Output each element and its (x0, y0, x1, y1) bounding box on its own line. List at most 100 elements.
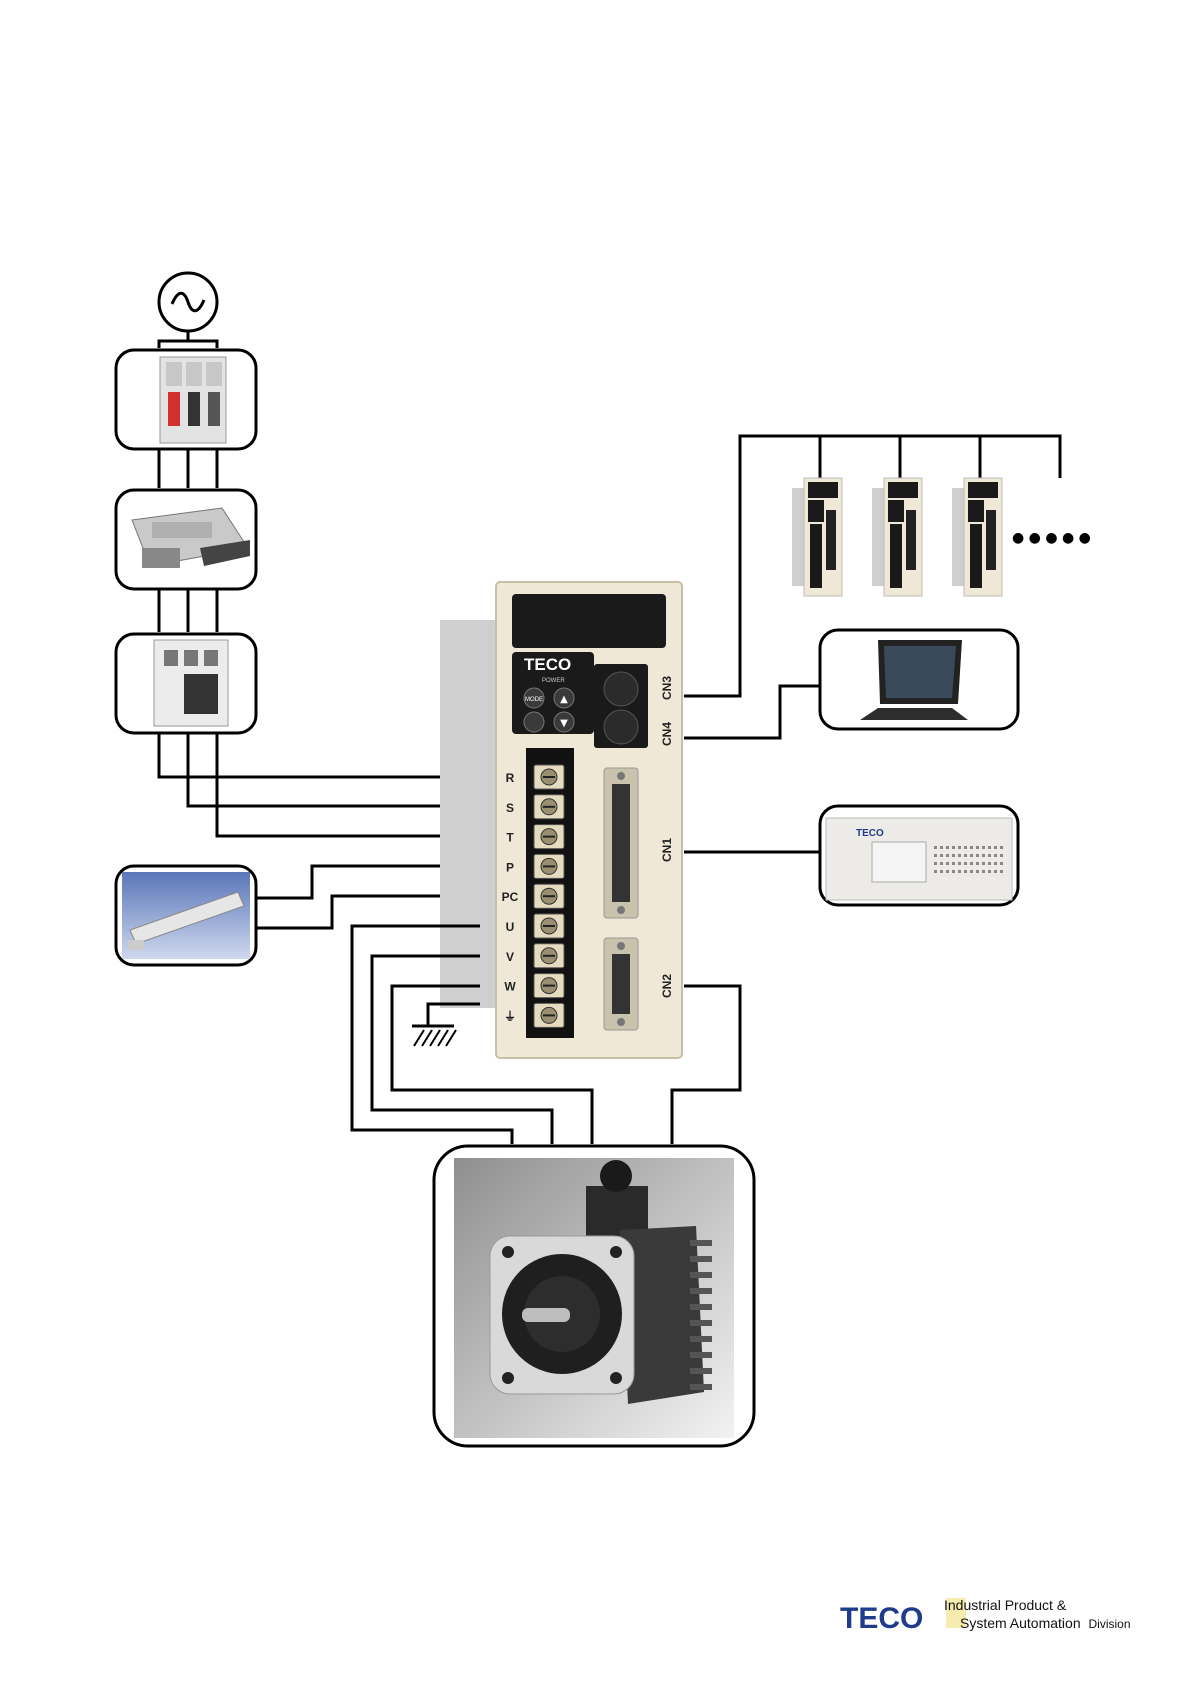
terminal-screw-6 (534, 914, 564, 938)
terminal-screw-2 (534, 795, 564, 819)
down-key[interactable]: ▼ (554, 712, 574, 732)
footer-logo: TECO Industrial Product & System Automat… (840, 1597, 1131, 1635)
plc-io-dot (940, 862, 943, 865)
motor-fin (690, 1320, 712, 1326)
plc-io-dot (976, 862, 979, 865)
plc-io-dot (994, 854, 997, 857)
up-key[interactable]: ▲ (554, 688, 574, 708)
mode-key[interactable]: MODE (524, 688, 544, 708)
plc-io-dot (988, 862, 991, 865)
motor-fin (690, 1352, 712, 1358)
drive-power-label: POWER (542, 678, 565, 684)
motor-fin (690, 1240, 712, 1246)
plc-io-dot (952, 846, 955, 849)
plc-io-dot (1000, 846, 1003, 849)
footer-line2-division: Division (1089, 1617, 1131, 1631)
laptop (820, 630, 1018, 729)
terminal-screw-7 (534, 944, 564, 968)
plc-io-dot (952, 862, 955, 865)
plc-io-dot (958, 854, 961, 857)
mode-key-label: MODE (525, 697, 543, 703)
cn1-label: CN1 (660, 838, 674, 862)
terminal-label-9: ⏚ (504, 1009, 516, 1023)
plc-io-dot (994, 862, 997, 865)
plc-io-dot (940, 846, 943, 849)
motor-fin (690, 1384, 712, 1390)
more-drives-ellipsis: ● ● ● ● ● (1012, 530, 1091, 546)
up-key-arrow-icon: ▲ (560, 694, 568, 705)
terminal-label-5: PC (502, 890, 519, 904)
network-drive-3 (952, 478, 1002, 596)
plc-io-dot (982, 846, 985, 849)
plc-io-dot (988, 846, 991, 849)
plc-io-dot (946, 862, 949, 865)
plc-io-dot (982, 862, 985, 865)
ground-icon (412, 1004, 480, 1046)
motor-fin (690, 1256, 712, 1262)
terminal-screw-8 (534, 974, 564, 998)
network-drive-1 (792, 478, 842, 596)
plc-io-dot (934, 870, 937, 873)
plc-io-dot (970, 862, 973, 865)
drive-brand: TECO (524, 655, 571, 674)
servo-motor (434, 1146, 754, 1446)
terminal-label-3: T (506, 831, 514, 845)
down-key-arrow-icon: ▼ (560, 718, 568, 729)
network-drive-2 (872, 478, 922, 596)
plc-io-dot (958, 870, 961, 873)
plc-controller: TECO (820, 806, 1018, 905)
plc-io-dot (946, 846, 949, 849)
plc-io-dot (952, 854, 955, 857)
terminal-label-6: U (506, 920, 515, 934)
plc-brand: TECO (856, 828, 884, 839)
motor-fin (690, 1272, 712, 1278)
plc-io-dot (958, 846, 961, 849)
plc-io-dot (988, 870, 991, 873)
terminal-label-8: W (504, 980, 516, 994)
ac-source-icon (159, 273, 217, 348)
plc-io-dot (934, 846, 937, 849)
terminal-screw-3 (534, 825, 564, 849)
motor-fin (690, 1368, 712, 1374)
terminal-label-2: S (506, 801, 514, 815)
magnetic-contactor (116, 634, 256, 733)
terminal-screw-1 (534, 765, 564, 789)
set-key[interactable] (524, 712, 544, 732)
plc-io-dot (940, 854, 943, 857)
terminal-screw-5 (534, 884, 564, 908)
plc-io-dot (1000, 870, 1003, 873)
plc-io-dot (976, 854, 979, 857)
terminal-screw-9 (534, 1003, 564, 1027)
plc-io-dot (952, 870, 955, 873)
plc-io-dot (946, 854, 949, 857)
drive-heatsink (440, 620, 498, 1008)
plc-io-dot (964, 862, 967, 865)
plc-io-dot (970, 846, 973, 849)
plc-io-dot (982, 854, 985, 857)
plc-io-dot (1000, 854, 1003, 857)
cn2-label: CN2 (660, 974, 674, 998)
plc-io-dot (982, 870, 985, 873)
braking-resistor (116, 866, 256, 965)
motor-fin (690, 1304, 712, 1310)
plc-io-dot (994, 846, 997, 849)
footer-brand: TECO (840, 1602, 923, 1635)
footer-line2: System Automation Division (960, 1615, 1131, 1631)
plc-io-dot (970, 854, 973, 857)
plc-io-dot (1000, 862, 1003, 865)
cn3-label: CN3 (660, 676, 674, 700)
motor-fin (690, 1288, 712, 1294)
circuit-breaker (116, 350, 256, 449)
plc-io-dot (988, 854, 991, 857)
terminal-label-4: P (506, 860, 514, 874)
plc-io-dot (964, 870, 967, 873)
terminal-screw-4 (534, 854, 564, 878)
plc-io-dot (934, 862, 937, 865)
plc-io-dot (940, 870, 943, 873)
plc-io-dot (964, 854, 967, 857)
plc-io-dot (994, 870, 997, 873)
plc-io-dot (976, 870, 979, 873)
terminal-label-1: R (506, 771, 515, 785)
